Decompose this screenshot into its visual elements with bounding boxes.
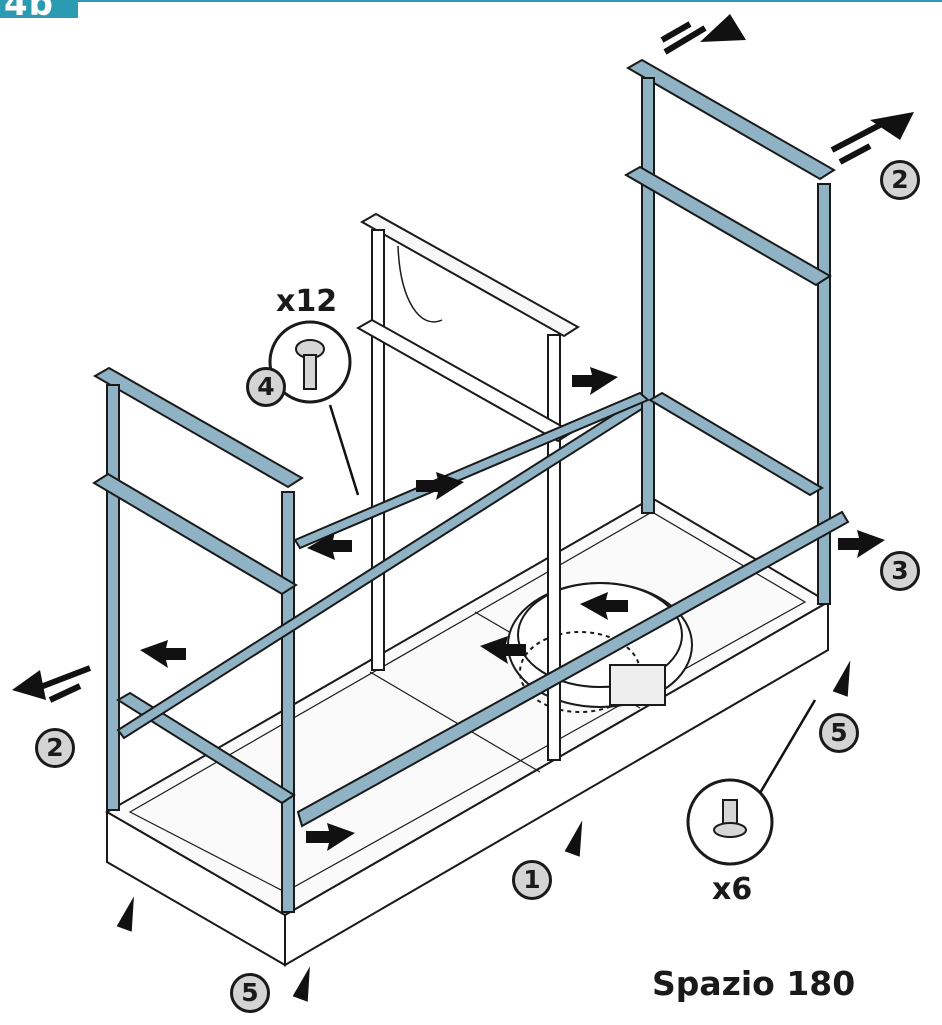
up-arrows (116, 660, 851, 1002)
push-arrow-icon (307, 532, 352, 560)
motion-arrow-icon (12, 670, 46, 700)
step-number: 4b (4, 0, 54, 18)
model-name: Spazio 180 (652, 964, 856, 1003)
right-frame (293, 58, 836, 605)
push-arrow-icon (416, 472, 464, 500)
push-arrows (140, 367, 885, 851)
diagonal-rail (296, 510, 850, 828)
callout-2-right: 2 (880, 160, 920, 200)
push-arrow-icon (480, 636, 526, 664)
middle-frame (355, 212, 580, 761)
step-badge: 4b (0, 0, 78, 18)
left-frame (92, 366, 650, 913)
header-rule (78, 0, 942, 2)
callout-5-right: 5 (819, 713, 859, 753)
foot-screw-quantity: x6 (712, 872, 753, 907)
callout-3: 3 (880, 551, 920, 591)
foot-screw-detail (686, 699, 817, 866)
motion-arrow-icon (700, 14, 746, 42)
callout-2-left: 2 (35, 728, 75, 768)
callout-4: 4 (246, 367, 286, 407)
foot-screw-icon (713, 799, 747, 838)
screw-quantity: x12 (276, 284, 338, 319)
motion-arrow-icon (870, 112, 914, 140)
push-arrow-icon (580, 592, 628, 620)
push-arrow-icon (572, 367, 618, 395)
push-arrow-icon (306, 823, 355, 851)
push-arrow-icon (838, 530, 885, 558)
push-arrow-icon (140, 640, 186, 668)
screw-detail (268, 320, 360, 496)
callout-5-left: 5 (230, 973, 270, 1013)
screw-icon (295, 339, 325, 390)
motion-arrows (12, 14, 914, 703)
callout-1: 1 (512, 860, 552, 900)
